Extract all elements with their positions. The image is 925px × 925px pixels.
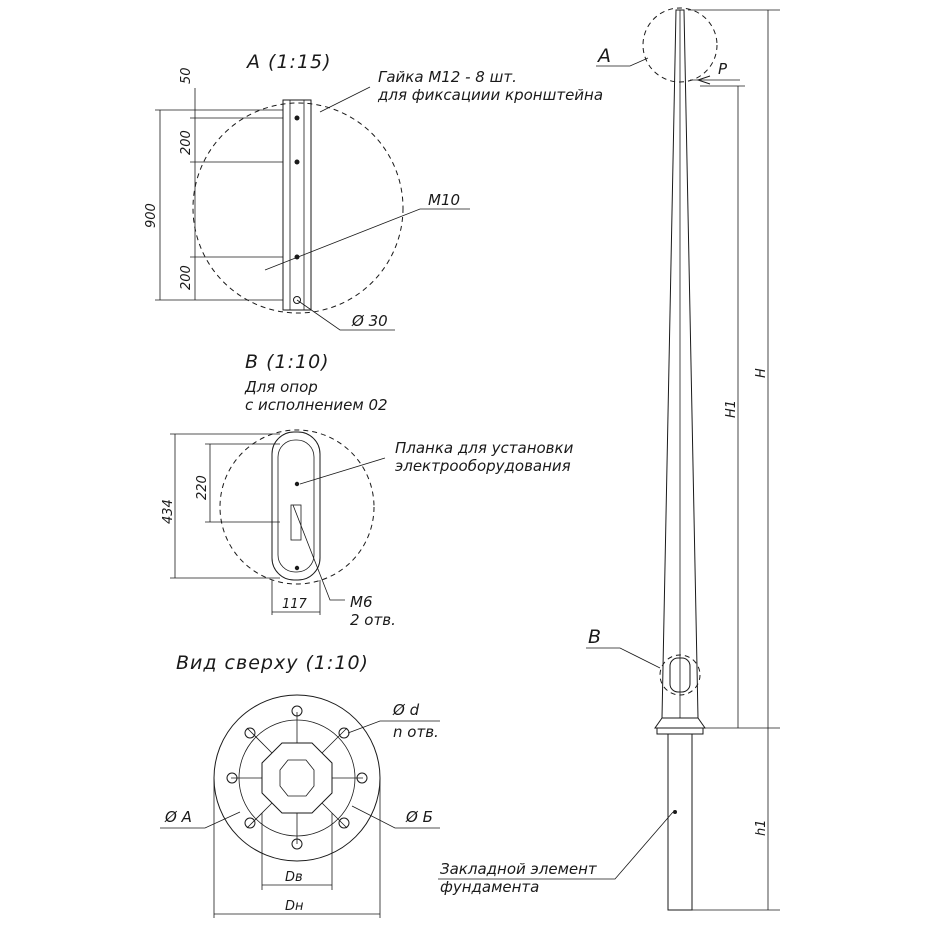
pole-elevation: А В Р H1 H h1 Закладной элемент фу <box>438 7 780 911</box>
dim-h1-upper: H1 <box>724 400 739 418</box>
pole-octagon <box>261 742 333 814</box>
nut-leader-line <box>319 86 371 113</box>
plate-slot <box>290 504 302 541</box>
pole-bore <box>279 759 315 797</box>
anchor-hole-7 <box>226 772 238 784</box>
service-hatch <box>669 657 691 693</box>
detail-a-circle <box>192 102 404 314</box>
load-label-p: Р <box>718 60 728 78</box>
m6-hole-1 <box>294 481 300 487</box>
anchor-hole-1 <box>291 705 303 717</box>
pole-base-gussets <box>654 717 706 729</box>
top-view-title: Вид сверху (1:10) <box>176 652 369 674</box>
detail-b-note-line2: с исполнением 02 <box>245 396 388 414</box>
detail-b-circle <box>219 429 375 585</box>
callout-a-leader <box>596 57 649 67</box>
hole-leader-line <box>347 720 440 734</box>
anchor-hole-6 <box>244 817 256 829</box>
hole-label-d30: Ø 30 <box>351 312 388 330</box>
m6-hole-2 <box>294 565 300 571</box>
detail-a-nut-note-line2: для фиксациии кронштейна <box>377 86 603 104</box>
embed-leader-line <box>438 811 674 880</box>
dia-a-leader-line <box>160 811 241 829</box>
callout-b-leader <box>586 647 661 669</box>
screw-leader-line <box>292 504 345 601</box>
bolt-hole-1 <box>294 115 300 121</box>
callout-b-label: В <box>588 626 602 648</box>
detail-a-pole-section <box>282 99 312 311</box>
embed-note-line2: фундамента <box>440 878 539 896</box>
m10-leader-line <box>264 208 470 271</box>
dim-200-bottom: 200 <box>179 265 194 290</box>
screw-label-line1: М6 <box>350 593 373 611</box>
dim-117: 117 <box>282 597 308 612</box>
detail-a: A (1:15) Гайка М12 - 8 шт. для фиксациии… <box>144 51 603 331</box>
dia-a-label: Ø A <box>164 808 192 826</box>
detail-a-nut-note-line1: Гайка М12 - 8 шт. <box>378 68 517 86</box>
dim-200-top: 200 <box>179 130 194 155</box>
hole-label-line2: n отв. <box>393 723 439 741</box>
dim-db: Dв <box>285 870 303 885</box>
anchor-hole-8 <box>244 727 256 739</box>
detail-b-note-line1: Для опор <box>244 378 318 396</box>
dia-b-label: Ø Б <box>405 808 433 826</box>
detail-a-title: A (1:15) <box>245 51 332 73</box>
foundation-embed <box>667 733 693 911</box>
anchor-hole-4 <box>338 817 350 829</box>
plate-note-line1: Планка для установки <box>395 439 574 457</box>
dim-h1-lower: h1 <box>754 819 769 836</box>
hole-label-line1: Ø d <box>392 701 420 719</box>
anchor-hole-2 <box>338 727 350 739</box>
embed-note-line1: Закладной элемент <box>440 860 598 878</box>
equipment-plate <box>271 431 321 581</box>
dim-50: 50 <box>179 67 194 84</box>
cable-hole <box>293 296 301 304</box>
detail-b-title: В (1:10) <box>245 351 330 373</box>
load-arrow-head <box>696 75 711 85</box>
dim-434: 434 <box>161 499 176 524</box>
dim-220: 220 <box>195 475 210 500</box>
d30-leader-line <box>296 299 395 331</box>
anchor-hole-5 <box>291 838 303 850</box>
anchor-hole-3 <box>356 772 368 784</box>
dim-h: H <box>754 368 769 378</box>
plate-leader-line <box>299 457 386 485</box>
dia-b-leader-line <box>351 805 440 829</box>
pole-base-flange <box>656 727 704 735</box>
plate-note-line2: электрооборудования <box>395 457 571 475</box>
bolt-hole-2 <box>294 159 300 165</box>
top-view: Вид сверху (1:10) Dв Dн Ø d n отв <box>160 652 440 918</box>
detail-b: В (1:10) Для опор с исполнением 02 434 2… <box>161 351 574 629</box>
dim-dn: Dн <box>285 899 304 914</box>
callout-b-circle <box>659 654 701 696</box>
callout-a-label: А <box>596 45 612 67</box>
bolt-label-m10: М10 <box>428 191 460 209</box>
dim-900: 900 <box>144 203 159 228</box>
screw-label-line2: 2 отв. <box>350 611 396 629</box>
